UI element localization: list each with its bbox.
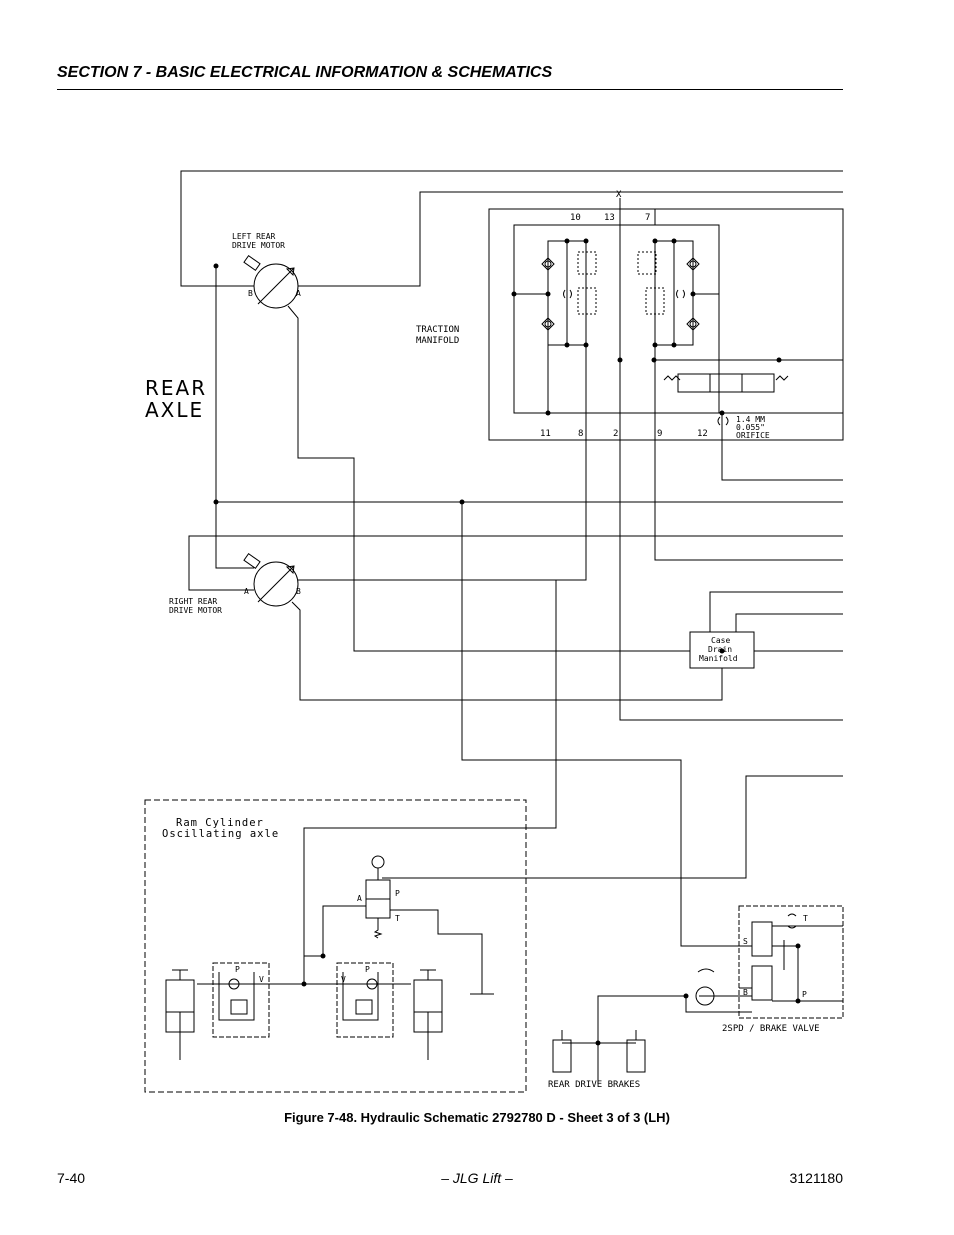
brake-cylinder-left: [552, 1039, 572, 1073]
check-left-port-p: P: [235, 965, 240, 974]
left-motor-port-b: B: [248, 289, 253, 298]
left-motor-label-2: DRIVE MOTOR: [232, 241, 285, 250]
port-7-label: 7: [645, 213, 650, 223]
port-9-label: 9: [657, 429, 662, 439]
right-motor-label-2: DRIVE MOTOR: [169, 606, 222, 615]
brake-valve-label: 2SPD / BRAKE VALVE: [722, 1024, 820, 1034]
case-drain-label-3: Manifold: [699, 654, 738, 663]
brake-valve-box: [738, 905, 844, 1019]
ram-cylinder-label-2: Oscillating axle: [162, 828, 279, 840]
port-x-label: X: [616, 190, 622, 200]
check-block-right: [336, 962, 394, 1038]
line-x: [619, 198, 843, 721]
port-2-label: 2: [613, 429, 618, 439]
left-motor-label-1: LEFT REAR: [232, 232, 276, 241]
port-8-label: 8: [578, 429, 583, 439]
case-drain-label-1: Case: [711, 636, 730, 645]
traction-manifold-inner: [513, 224, 720, 414]
ram-cylinder-group: [144, 799, 527, 1093]
right-motor-port-a: A: [244, 587, 249, 596]
right-motor-label-1: RIGHT REAR: [169, 597, 217, 606]
orifice-label-3: ORIFICE: [736, 431, 770, 440]
orifice-label-1: 1.4 MM: [736, 415, 765, 424]
page-number: 7-40: [57, 1170, 86, 1186]
selector-port-a: A: [357, 894, 362, 903]
case-drain-label-2: Drain: [708, 645, 732, 654]
brake-valve-port-t: T: [803, 914, 808, 923]
selector-port-p: P: [395, 889, 400, 898]
document-number: 3121180: [789, 1170, 843, 1186]
port-11-label: 11: [540, 429, 551, 439]
port-10-label: 10: [570, 213, 581, 223]
line-motor-a: [298, 191, 843, 287]
brake-valve-port-p: P: [802, 990, 807, 999]
check-left-port-v: V: [259, 975, 264, 984]
traction-manifold-outer: [488, 208, 844, 441]
rear-drive-brakes-label: REAR DRIVE BRAKES: [548, 1080, 640, 1090]
traction-manifold-label-1: TRACTION: [416, 325, 459, 335]
case-drain-box: [689, 631, 755, 669]
section-title: SECTION 7 - BASIC ELECTRICAL INFORMATION…: [57, 64, 553, 81]
brake-valve-port-b: B: [743, 988, 748, 997]
left-motor-port-a: A: [296, 289, 301, 298]
check-right-port-v: V: [341, 975, 346, 984]
header-rule: [57, 89, 843, 90]
port-13-label: 13: [604, 213, 615, 223]
figure-caption: Figure 7-48. Hydraulic Schematic 2792780…: [284, 1110, 670, 1125]
orifice-label-2: 0.055": [736, 423, 765, 432]
check-right-port-p: P: [365, 965, 370, 974]
brake-valve-port-s: S: [743, 937, 748, 946]
publisher: – JLG Lift –: [441, 1170, 513, 1186]
shuttle-block: [677, 373, 775, 393]
selector-port-t: T: [395, 914, 400, 923]
check-block-left: [212, 962, 270, 1038]
left-motor-symbol: [253, 263, 299, 309]
line-top-loop: [180, 170, 843, 287]
brake-cylinder-right: [626, 1039, 646, 1073]
rear-axle-label-1: REAR: [145, 376, 207, 400]
right-motor-port-b: B: [296, 587, 301, 596]
traction-manifold-label-2: MANIFOLD: [416, 336, 459, 346]
right-motor-symbol: [253, 561, 299, 607]
line-loop-lower: [188, 535, 843, 591]
port-12-label: 12: [697, 429, 708, 439]
rear-axle-label-2: AXLE: [145, 398, 204, 422]
ram-cylinder-label-1: Ram Cylinder: [176, 817, 264, 829]
